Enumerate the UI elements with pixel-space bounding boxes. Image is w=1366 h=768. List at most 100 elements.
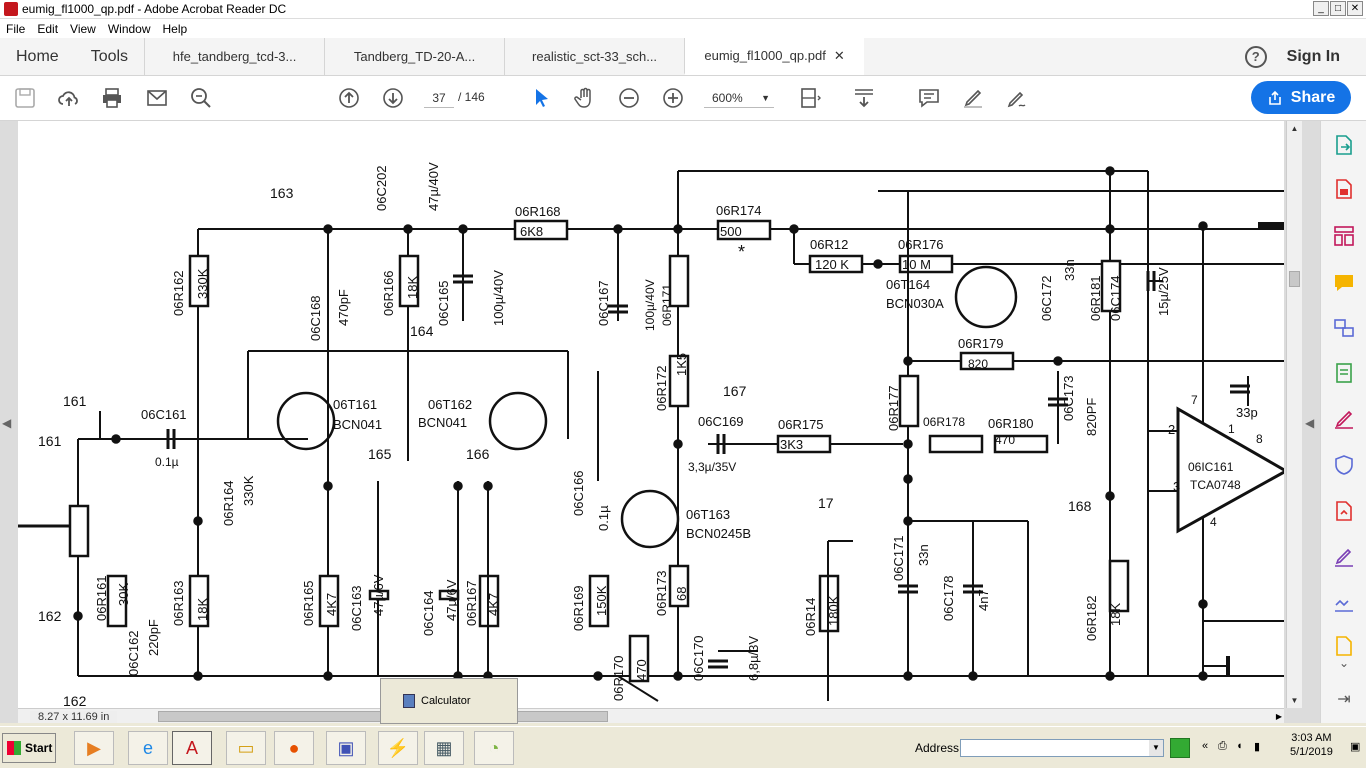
- sign-icon[interactable]: [1005, 86, 1029, 110]
- image-viewer-icon[interactable]: ▣: [326, 731, 366, 765]
- send-for-signature-icon[interactable]: [1332, 545, 1356, 569]
- maximize-button[interactable]: □: [1330, 1, 1346, 16]
- scroll-up-icon[interactable]: ▲: [1290, 124, 1299, 133]
- menu-file[interactable]: File: [6, 21, 26, 36]
- tray-chevron-icon[interactable]: «: [1202, 740, 1209, 752]
- schematic-label: 06R165: [301, 580, 316, 626]
- system-tray: « ⎙ ◖ ▮ ▣: [1196, 729, 1366, 767]
- doc-tab-active[interactable]: eumig_fl1000_qp.pdf ✕: [684, 38, 865, 75]
- schematic-label: 06R182: [1084, 595, 1099, 641]
- select-cursor-icon[interactable]: [530, 86, 554, 110]
- upload-cloud-icon[interactable]: [57, 86, 81, 110]
- transistor: [488, 391, 548, 451]
- horizontal-scrollbar[interactable]: ▶: [18, 708, 1284, 723]
- export-pdf-icon[interactable]: [1332, 133, 1356, 157]
- fill-sign-icon[interactable]: [1332, 407, 1356, 431]
- expand-panel-chevron-icon[interactable]: ⌄: [1338, 656, 1350, 670]
- search-icon[interactable]: [189, 86, 213, 110]
- schematic-label: 33p: [1236, 405, 1258, 420]
- safely-remove-icon[interactable]: ⎙: [1218, 740, 1227, 752]
- comment-tool-icon[interactable]: [1332, 271, 1356, 295]
- volume-icon[interactable]: ◖: [1236, 740, 1243, 752]
- scroll-down-icon[interactable]: ▼: [1290, 696, 1299, 705]
- menu-edit[interactable]: Edit: [37, 21, 59, 36]
- more-tools-icon[interactable]: [1332, 634, 1356, 658]
- close-window-button[interactable]: ✕: [1347, 1, 1363, 16]
- clock[interactable]: 3:03 AM 5/1/2019: [1290, 731, 1333, 759]
- tab-bar: Home Tools hfe_tandberg_tcd-3... Tandber…: [0, 38, 1366, 76]
- tab-home[interactable]: Home: [16, 47, 59, 65]
- collapse-panel-icon[interactable]: ⇥: [1337, 691, 1351, 708]
- help-icon[interactable]: ?: [1244, 45, 1267, 68]
- save-icon[interactable]: [13, 86, 37, 110]
- hand-tool-icon[interactable]: [573, 86, 597, 110]
- ltspice-icon[interactable]: ⚡: [378, 731, 418, 765]
- schematic-label: 3,3µ/35V: [688, 460, 736, 474]
- measure-icon[interactable]: [1332, 591, 1356, 615]
- junction-dot: [193, 516, 203, 526]
- internet-explorer-icon[interactable]: e: [128, 731, 168, 765]
- junction-dot: [1105, 491, 1115, 501]
- calculator-taskbar-icon[interactable]: ▦: [424, 731, 464, 765]
- menu-view[interactable]: View: [70, 21, 96, 36]
- menu-help[interactable]: Help: [162, 21, 188, 36]
- folder-icon[interactable]: ▭: [226, 731, 266, 765]
- comment-icon[interactable]: [917, 86, 941, 110]
- doc-tab[interactable]: realistic_sct-33_sch...: [504, 38, 684, 75]
- doc-tab[interactable]: Tandberg_TD-20-A...: [324, 38, 504, 75]
- previous-page-icon[interactable]: [337, 86, 361, 110]
- fit-page-icon[interactable]: [798, 86, 822, 110]
- media-player-icon[interactable]: ▶: [74, 731, 114, 765]
- firefox-icon[interactable]: ●: [274, 731, 314, 765]
- organize-pages-icon[interactable]: [1332, 224, 1356, 248]
- schematic-label: 330K: [195, 268, 210, 299]
- highlight-pen-icon[interactable]: [961, 86, 985, 110]
- zoom-select[interactable]: 600%▼: [704, 88, 774, 108]
- doc-tab[interactable]: hfe_tandberg_tcd-3...: [144, 38, 324, 75]
- scroll-right-icon[interactable]: ▶: [1275, 712, 1282, 721]
- schematic-label: 06T164: [886, 277, 930, 292]
- minimize-button[interactable]: _: [1313, 1, 1329, 16]
- zoom-in-icon[interactable]: [661, 86, 685, 110]
- schematic-label: 330K: [241, 475, 256, 506]
- zoom-out-icon[interactable]: [617, 86, 641, 110]
- paint-icon[interactable]: ◔: [474, 731, 514, 765]
- export-pdf-red-icon[interactable]: [1332, 499, 1356, 523]
- collapse-right-panel-icon[interactable]: ◀: [1305, 416, 1315, 430]
- next-page-icon[interactable]: [381, 86, 405, 110]
- notification-icon[interactable]: ▣: [1350, 741, 1361, 753]
- share-button[interactable]: Share: [1251, 81, 1351, 114]
- email-icon[interactable]: [145, 86, 169, 110]
- close-tab-icon[interactable]: ✕: [833, 47, 845, 63]
- combine-files-icon[interactable]: [1332, 316, 1356, 340]
- create-pdf-icon[interactable]: [1332, 177, 1356, 201]
- vertical-scrollbar[interactable]: ▲ ▼: [1286, 121, 1302, 708]
- print-icon[interactable]: [100, 86, 124, 110]
- network-icon[interactable]: ▮: [1254, 741, 1261, 753]
- resistor: [776, 434, 832, 454]
- address-input[interactable]: ▼: [960, 739, 1164, 757]
- share-icon: [1268, 90, 1281, 105]
- schematic-label: 06R163: [171, 580, 186, 626]
- scroll-mode-icon[interactable]: [852, 86, 876, 110]
- vertical-scroll-thumb[interactable]: [1289, 271, 1300, 287]
- chevron-down-icon: ▼: [761, 93, 770, 103]
- protect-shield-icon[interactable]: [1332, 453, 1356, 477]
- collapse-left-panel-icon[interactable]: ◀: [2, 416, 12, 430]
- junction-dot: [903, 671, 913, 681]
- acrobat-taskbar-icon[interactable]: A: [172, 731, 212, 765]
- page-number-input[interactable]: [424, 88, 454, 108]
- resistor: [716, 219, 772, 241]
- junction-dot: [873, 259, 883, 269]
- tab-tools[interactable]: Tools: [90, 47, 129, 65]
- taskbar-thumbnail-popup[interactable]: Calculator: [380, 678, 518, 724]
- edit-pdf-icon[interactable]: [1332, 361, 1356, 385]
- go-button[interactable]: [1170, 738, 1190, 758]
- start-button[interactable]: Start: [2, 733, 56, 763]
- menu-window[interactable]: Window: [107, 21, 151, 36]
- chevron-down-icon[interactable]: ▼: [1149, 740, 1163, 756]
- sign-in-button[interactable]: Sign In: [1286, 47, 1340, 65]
- junction-dot: [111, 434, 121, 444]
